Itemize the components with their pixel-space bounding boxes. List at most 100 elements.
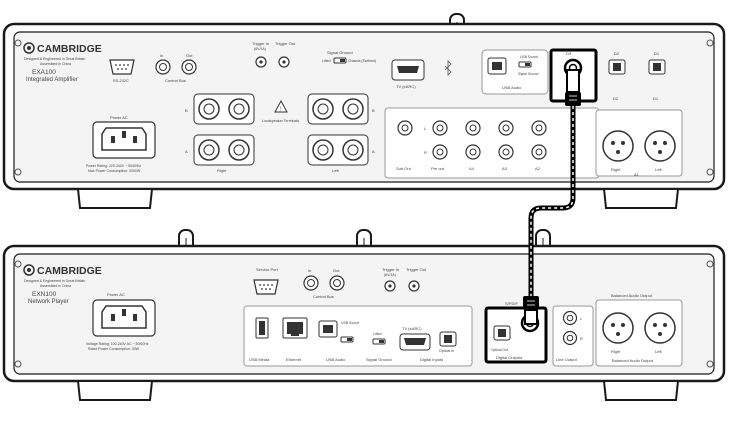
player-unit: CAMBRIDGE Designed & Engineered in Great… <box>2 229 726 401</box>
player-service-port[interactable] <box>253 279 279 295</box>
amp-cb-out-label: Out <box>186 53 193 58</box>
amp-speaker-a-label: A <box>185 149 188 154</box>
amp-d3-label: D3 <box>566 51 572 56</box>
amp-screw <box>14 168 22 176</box>
amp-foot-left <box>76 188 154 209</box>
amp-xlr-right-label: Right <box>611 167 621 172</box>
player-trigger-out-jack[interactable] <box>408 280 420 292</box>
player-made-line2: Assembled in China <box>40 284 71 288</box>
amp-screw <box>706 168 714 176</box>
amp-hdmi-earc-port[interactable] <box>391 59 425 81</box>
svg-text:!: ! <box>280 107 281 113</box>
player-screw <box>706 360 714 368</box>
amp-usb-audio-port[interactable] <box>487 57 507 75</box>
amp-usb-signal-ground: Signal Ground <box>518 72 539 76</box>
amp-r-label: R <box>424 150 427 155</box>
player-trigger-in-jack[interactable] <box>384 280 396 292</box>
amp-optical-d2-port[interactable] <box>608 59 626 75</box>
player-cb-out-label: Out <box>333 268 340 273</box>
player-made-line1: Designed & Engineered in Great Britain <box>24 279 85 283</box>
amp-a2-label: A2 <box>535 166 541 171</box>
player-control-bus-in-jack[interactable] <box>303 275 319 291</box>
amp-trigger-in-sub: (6V/1A) <box>254 47 266 51</box>
amp-ground-switch-knob <box>340 59 345 62</box>
amp-signal-ground-label: Signal Ground <box>327 50 353 55</box>
player-screw <box>14 260 22 268</box>
player-optical-in-label: Optical In <box>439 349 454 353</box>
amp-a1-label: A1 <box>634 172 640 177</box>
player-optical-out-label: Optical Out <box>491 348 508 352</box>
player-xlr-left-socket[interactable] <box>644 312 676 344</box>
player-ground-switch-knob <box>379 340 384 343</box>
player-hdmi-earc-port[interactable] <box>399 333 431 351</box>
player-ethernet-label: Ethernet <box>286 357 302 362</box>
player-power-socket[interactable] <box>101 305 147 329</box>
player-digital-inputs-label: Digital Inputs <box>420 357 443 362</box>
amp-a2-jacks[interactable] <box>531 120 547 160</box>
player-xlr-right-label: Right <box>611 349 621 354</box>
player-line-output-jacks[interactable] <box>562 310 578 346</box>
amp-xlr-left-socket[interactable] <box>644 130 676 162</box>
amp-analogue-section <box>384 107 600 179</box>
player-xlr-right-socket[interactable] <box>602 312 634 344</box>
amp-d2-label-top: D2 <box>614 51 620 56</box>
amp-l-label: L <box>424 126 427 131</box>
player-control-bus-out-jack[interactable] <box>329 275 345 291</box>
player-line-r-label: R <box>580 336 583 341</box>
player-trigger-in-sub: (6V/1A) <box>384 273 396 277</box>
amp-usb-switch-knob <box>525 63 530 66</box>
amp-trigger-in-jack[interactable] <box>255 56 267 68</box>
player-usb-sound-label: USB Sound <box>341 321 359 325</box>
amp-pre-out-label: Pre out <box>431 166 445 171</box>
amp-sub-out-jack[interactable] <box>397 120 413 136</box>
player-optical-in-port[interactable] <box>439 331 457 347</box>
amplifier-unit: CAMBRIDGE Designed & Engineered in Great… <box>2 13 726 209</box>
amp-rs232-port[interactable] <box>109 59 135 75</box>
player-trigger-out-label: Trigger Out <box>406 267 427 272</box>
amp-cb-in-label: In <box>160 53 163 58</box>
player-balanced-output-top: Balanced Audio Output <box>611 293 653 298</box>
amp-speaker-terminals-left[interactable] <box>307 93 369 166</box>
amp-trigger-out-jack[interactable] <box>278 56 290 68</box>
amp-lifted-label: Lifted <box>322 59 331 63</box>
player-usb-media-port[interactable] <box>255 317 269 339</box>
player-brand: CAMBRIDGE <box>37 265 102 277</box>
amp-speaker-b-label-right: B <box>372 108 375 113</box>
amp-control-bus-out-jack[interactable] <box>181 59 197 75</box>
amp-optical-d1-port[interactable] <box>648 59 666 75</box>
cable-top-plug-body <box>565 92 581 106</box>
amp-xlr-left-label: Left <box>655 167 663 172</box>
amp-earc-label: TV (eARC) <box>396 84 416 89</box>
player-screw <box>14 360 22 368</box>
player-screw <box>706 260 714 268</box>
player-foot-right <box>602 380 680 401</box>
amp-a4-jacks[interactable] <box>465 120 481 160</box>
amp-control-bus-in-jack[interactable] <box>155 59 171 75</box>
cable-bottom-plug <box>524 309 538 325</box>
amp-d1-label: D1 <box>653 96 659 101</box>
player-earc-label: TV (eARC) <box>402 326 422 331</box>
amp-xlr-right-socket[interactable] <box>602 130 634 162</box>
player-balanced-output-label: Balanced Audio Output <box>612 358 654 363</box>
amp-sub-out-label: Sub Out <box>396 166 412 171</box>
amp-d1-label-top: D1 <box>654 51 660 56</box>
amp-speaker-terminals-right[interactable] <box>193 93 255 166</box>
player-usb-audio-port[interactable] <box>318 320 338 338</box>
amp-usb-sound-label: USB Sound <box>520 55 538 59</box>
amp-a3-jacks[interactable] <box>498 120 514 160</box>
amp-power-socket[interactable] <box>101 127 147 151</box>
amp-trigger-in-label: Trigger In <box>252 41 269 46</box>
player-ethernet-port[interactable] <box>282 317 308 339</box>
player-model: EXN100 <box>32 291 57 298</box>
amp-screw <box>14 39 22 47</box>
player-usb-audio-label: USB Audio <box>326 357 346 362</box>
player-optical-out-port[interactable] <box>493 325 511 341</box>
player-rated-power: Rated Power Consumption: 30W <box>88 347 140 351</box>
amp-trigger-out-label: Trigger Out <box>275 41 296 46</box>
amp-model: EXA100 <box>32 69 56 76</box>
amp-pre-out-jacks[interactable] <box>432 120 448 160</box>
amp-a3-label: A3 <box>502 166 508 171</box>
amp-power-rating: Power Rating: 220-240V ~ 50/60Hz <box>86 164 141 168</box>
player-usb-media-label: USB Media <box>249 357 270 362</box>
